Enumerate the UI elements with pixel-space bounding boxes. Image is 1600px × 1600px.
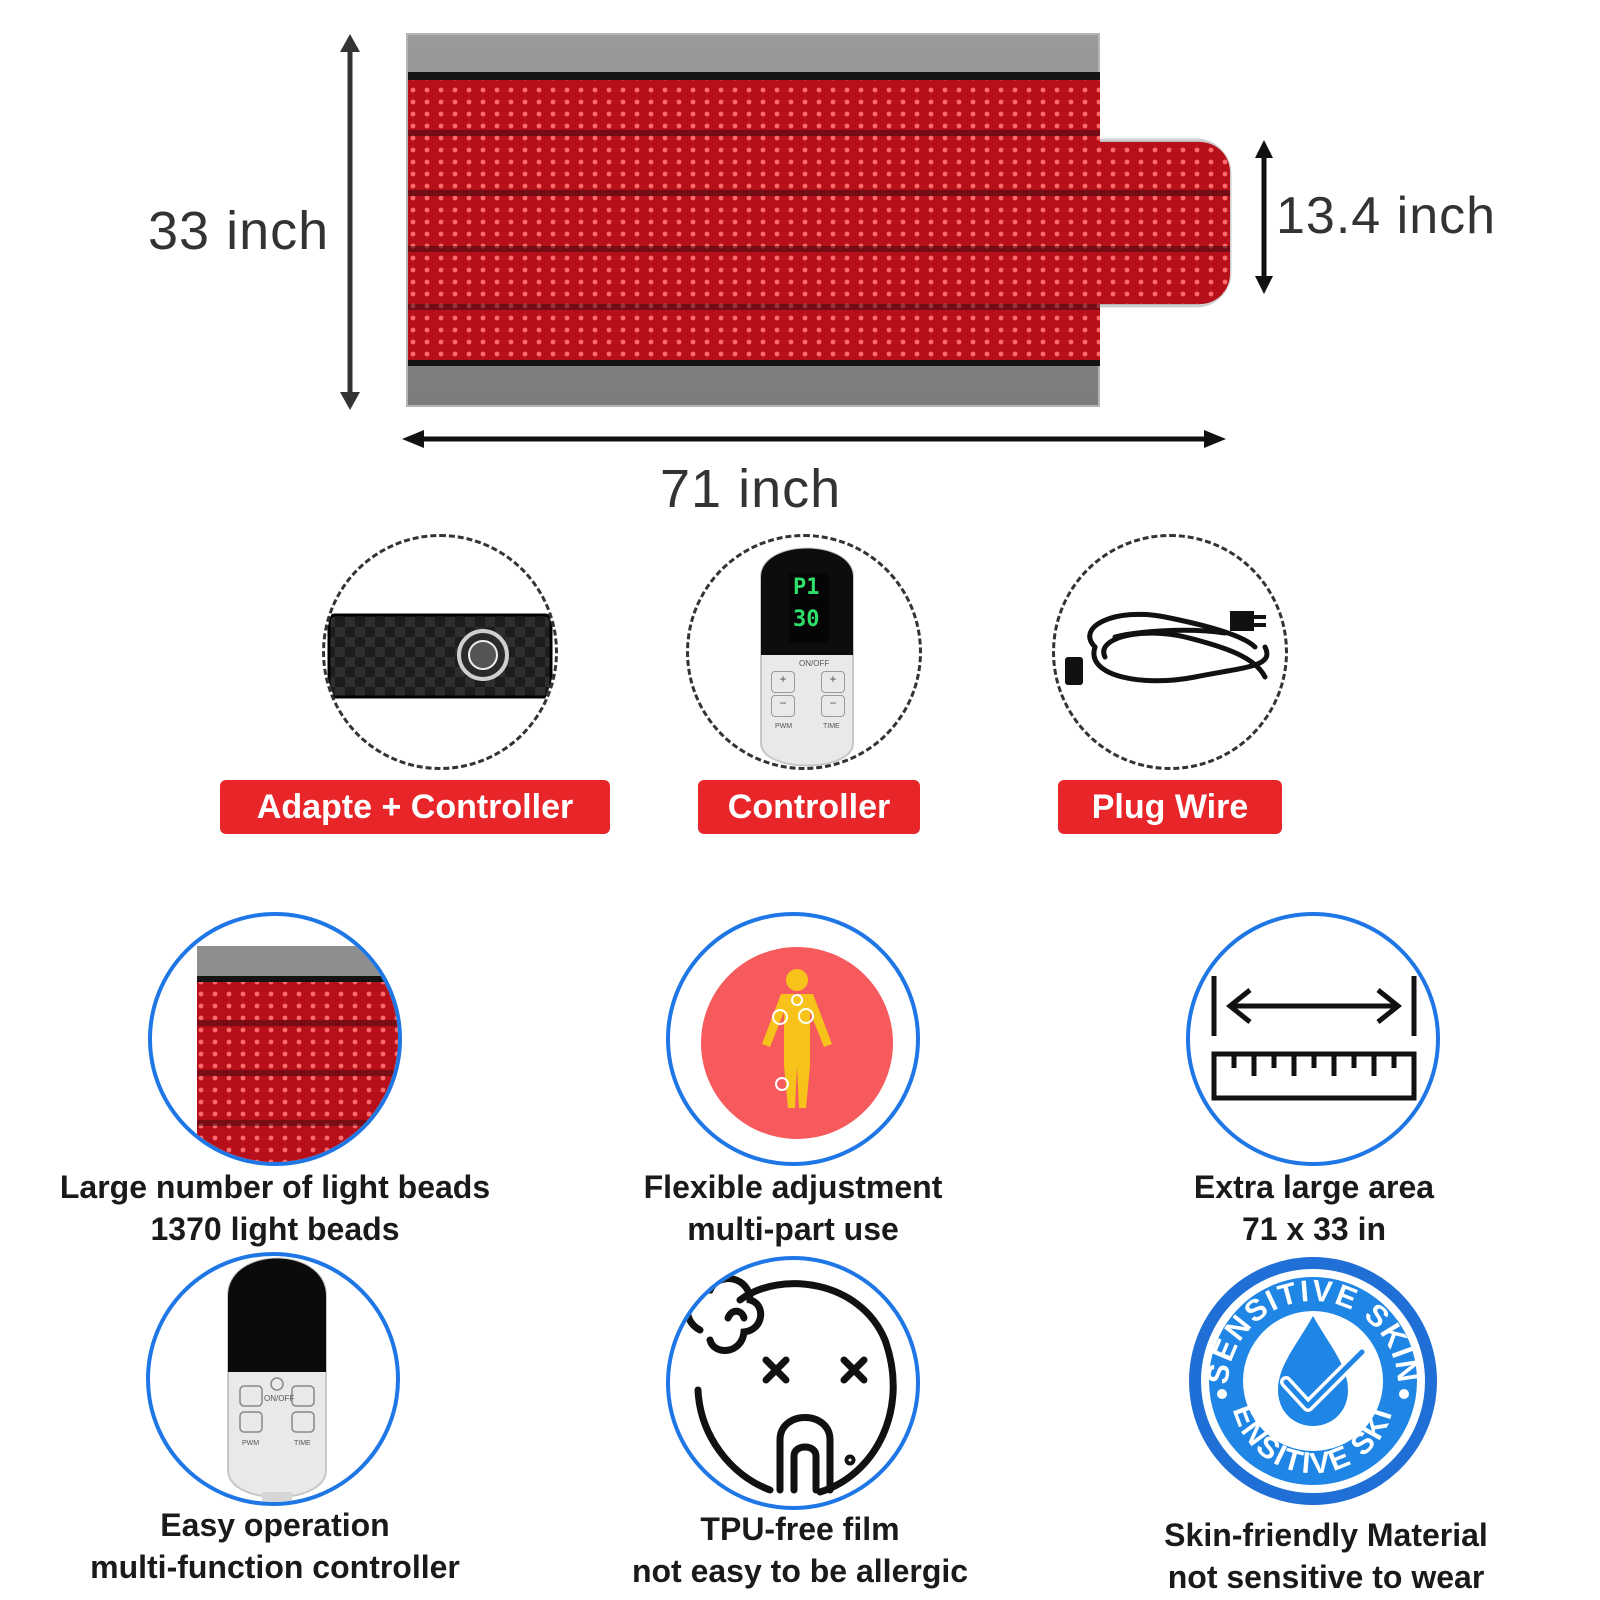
sensitive-skin-icon: SENSITIVE SKIN SENSITIVE SKIN bbox=[1186, 1254, 1437, 1505]
head-height-dimension-arrow bbox=[1255, 140, 1273, 294]
remote-icon bbox=[227, 1257, 327, 1502]
controller-time-label: TIME bbox=[823, 723, 840, 730]
controller-plus-left-icon: + bbox=[771, 671, 795, 693]
feature-allergy-line1: TPU-free film bbox=[700, 1511, 900, 1547]
plug-wire-circle bbox=[1052, 534, 1288, 770]
feature-body-caption: Flexible adjustment multi-part use bbox=[570, 1166, 1016, 1250]
remote-onoff-label: ON/OFF bbox=[264, 1394, 295, 1403]
body-icon bbox=[701, 947, 893, 1139]
feature-body-line1: Flexible adjustment bbox=[643, 1169, 943, 1205]
controller-display-mode: P1 bbox=[793, 575, 820, 600]
ruler-icon bbox=[1211, 976, 1417, 1101]
led-bead-area bbox=[408, 80, 1230, 360]
feature-allergy-circle bbox=[666, 1256, 920, 1510]
adapter-controller-tag: Adapte + Controller bbox=[220, 780, 610, 834]
feature-remote-circle: ON/OFF PWM TIME bbox=[146, 1252, 400, 1506]
feature-sensitive-skin-caption: Skin-friendly Material not sensitive to … bbox=[1116, 1514, 1536, 1598]
feature-remote-line1: Easy operation bbox=[160, 1507, 390, 1543]
feature-sensitive-skin-circle: SENSITIVE SKIN SENSITIVE SKIN bbox=[1186, 1254, 1440, 1508]
feature-led-circle bbox=[148, 912, 402, 1166]
controller-tag: Controller bbox=[698, 780, 920, 834]
plug-wire-icon bbox=[1065, 611, 1270, 685]
controller-minus-left-icon: − bbox=[771, 695, 795, 717]
width-label: 71 inch bbox=[660, 459, 842, 519]
head-height-label: 13.4 inch bbox=[1276, 187, 1497, 245]
controller-circle: P1 30 ON/OFF + + − − PWM TIME bbox=[686, 534, 922, 770]
remote-controller-icon bbox=[760, 547, 854, 767]
feature-led-line2: 1370 light beads bbox=[150, 1211, 400, 1247]
feature-body-circle bbox=[666, 912, 920, 1166]
controller-plus-right-icon: + bbox=[821, 671, 845, 693]
controller-display-time: 30 bbox=[793, 607, 820, 632]
height-dimension-arrow bbox=[340, 34, 360, 410]
controller-onoff-label: ON/OFF bbox=[799, 659, 830, 668]
controller-minus-right-icon: − bbox=[821, 695, 845, 717]
adapter-controller-icon bbox=[327, 613, 553, 699]
plug-wire-tag: Plug Wire bbox=[1058, 780, 1282, 834]
adapter-controller-circle bbox=[322, 534, 558, 770]
light-therapy-mat-illustration bbox=[340, 33, 1273, 448]
feature-remote-line2: multi-function controller bbox=[90, 1549, 460, 1585]
feature-body-line2: multi-part use bbox=[687, 1211, 899, 1247]
feature-remote-caption: Easy operation multi-function controller bbox=[60, 1504, 490, 1588]
remote-pwm-label: PWM bbox=[242, 1440, 260, 1447]
allergy-icon bbox=[683, 1275, 897, 1496]
remote-time-label: TIME bbox=[294, 1440, 311, 1447]
feature-allergy-caption: TPU-free film not easy to be allergic bbox=[590, 1508, 1010, 1592]
feature-allergy-line2: not easy to be allergic bbox=[631, 1553, 969, 1589]
feature-ruler-caption: Extra large area 71 x 33 in bbox=[1120, 1166, 1508, 1250]
width-dimension-arrow bbox=[402, 430, 1226, 448]
feature-led-line1: Large number of light beads bbox=[59, 1169, 491, 1205]
feature-ruler-line1: Extra large area bbox=[1193, 1169, 1435, 1205]
feature-ruler-circle bbox=[1186, 912, 1440, 1166]
feature-led-caption: Large number of light beads 1370 light b… bbox=[20, 1166, 530, 1250]
feature-ruler-line2: 71 x 33 in bbox=[1241, 1211, 1387, 1247]
controller-pwm-label: PWM bbox=[775, 723, 793, 730]
led-panel-icon bbox=[197, 946, 398, 1162]
feature-sensitive-skin-line1: Skin-friendly Material bbox=[1164, 1517, 1488, 1553]
feature-sensitive-skin-line2: not sensitive to wear bbox=[1167, 1559, 1485, 1595]
height-label: 33 inch bbox=[148, 201, 330, 261]
